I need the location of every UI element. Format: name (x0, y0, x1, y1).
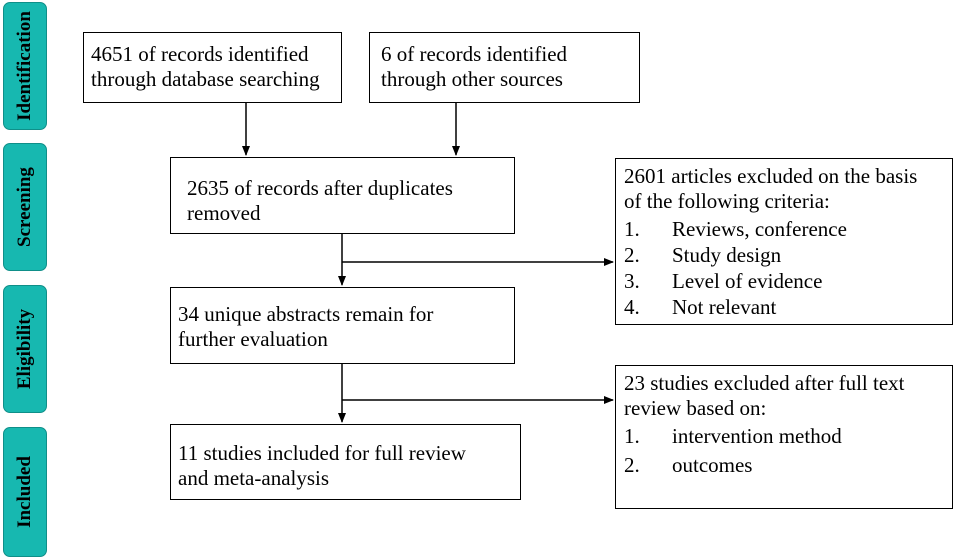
box-identified-other: 6 of records identified through other so… (369, 32, 640, 103)
box-identified-database: 4651 of records identified through datab… (83, 32, 342, 103)
stage-screening: Screening (3, 143, 47, 271)
box-after-duplicates: 2635 of records after duplicates removed (170, 157, 515, 234)
exclusion-1-criteria-list: 1.Reviews, conference 2.Study design 3.L… (624, 216, 847, 320)
box-included-text: 11 studies included for full review and … (178, 441, 466, 490)
box-identified-other-text: 6 of records identified through other so… (381, 42, 568, 91)
box-exclusion-1: 2601 articles excluded on the basis of t… (615, 158, 953, 325)
box-identified-database-text: 4651 of records identified through datab… (91, 42, 320, 91)
stage-included: Included (3, 427, 47, 557)
box-after-duplicates-text: 2635 of records after duplicates removed (187, 176, 453, 225)
box-included: 11 studies included for full review and … (170, 424, 521, 500)
box-exclusion-2: 23 studies excluded after full text revi… (615, 365, 953, 509)
exclusion-2-criteria-list: 1.intervention method 2.outcomes (624, 422, 842, 480)
list-item: 1.intervention method (624, 424, 842, 448)
exclusion-1-heading: 2601 articles excluded on the basis of t… (624, 164, 918, 213)
box-unique-abstracts-text: 34 unique abstracts remain for further e… (178, 302, 434, 351)
list-item: 3.Level of evidence (624, 269, 823, 293)
list-item: 4.Not relevant (624, 295, 777, 319)
list-item: 2.outcomes (624, 453, 753, 477)
list-item: 1.Reviews, conference (624, 217, 847, 241)
list-item: 2.Study design (624, 243, 782, 267)
box-unique-abstracts: 34 unique abstracts remain for further e… (170, 287, 515, 364)
stage-identification: Identification (3, 2, 47, 130)
exclusion-2-heading: 23 studies excluded after full text revi… (624, 371, 905, 420)
stage-eligibility: Eligibility (3, 285, 47, 413)
